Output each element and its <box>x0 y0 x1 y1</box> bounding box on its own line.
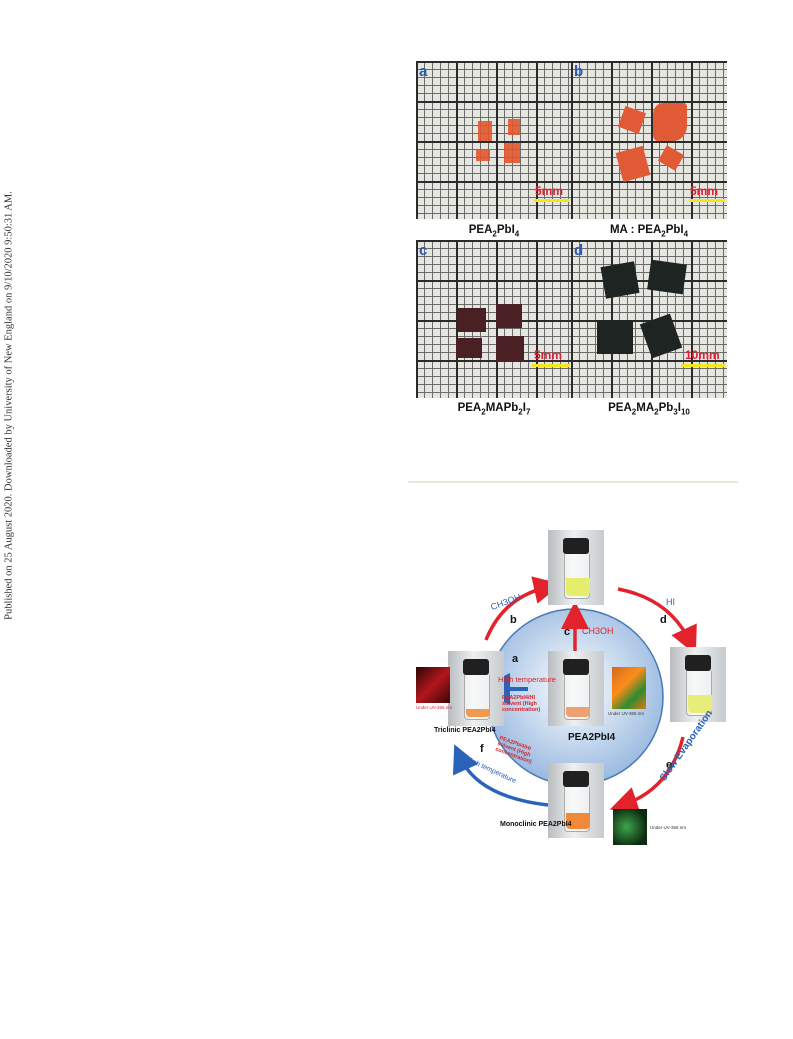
uv-note-bottom: Under UV-365 nm <box>650 825 687 830</box>
crystal <box>597 320 633 354</box>
uv-note-center: Under UV-365 nm <box>608 711 645 716</box>
vial-photo-right <box>670 647 726 722</box>
triclinic-label: Triclinic PEA2PbI4 <box>434 727 496 734</box>
crystal <box>504 143 520 163</box>
crystal <box>653 103 687 141</box>
arrow-b <box>484 576 562 641</box>
crystal <box>508 119 520 135</box>
arrow-d <box>617 587 697 655</box>
arrow-c-letter: c <box>564 626 571 638</box>
panel-letter: d <box>574 242 584 259</box>
arrow-b-letter: b <box>510 614 517 626</box>
monoclinic-label: Monoclinic PEA2PbI4 <box>500 821 572 828</box>
caption-d: PEA2MA2Pb3I10 <box>608 402 690 417</box>
caption-a: PEA2PbI4 <box>468 224 520 239</box>
arrow-a-text: High temperature <box>498 675 556 684</box>
panel-b-photo: b 5mm <box>571 61 727 219</box>
crystal <box>476 149 490 161</box>
arrow-c-text: CH3OH <box>582 626 614 636</box>
scale-label: 10mm <box>685 348 720 362</box>
scale-label: 5mm <box>690 184 719 198</box>
arrow-d-letter: d <box>660 614 667 626</box>
vial-photo-top <box>548 530 604 605</box>
arrow-e <box>609 736 685 814</box>
publication-note: Published on 25 August 2020. Downloaded … <box>3 191 15 620</box>
arrow-e-letter: e <box>666 759 673 771</box>
panel-d-photo: d 10mm <box>571 240 727 398</box>
scale-bar <box>681 364 725 367</box>
panel-letter: b <box>574 63 584 80</box>
arrow-f <box>452 744 549 807</box>
scale-bar <box>689 199 725 202</box>
panel-letter: a <box>419 63 428 80</box>
center-label: PEA2PbI4 <box>568 732 616 743</box>
panel-a-photo: a 5mm <box>416 61 572 219</box>
scale-label: 5mm <box>535 184 564 198</box>
orange-fluorescence-inset <box>612 667 646 709</box>
panel-c-photo: c 5mm <box>416 240 572 398</box>
arrow-d-text: HI <box>666 597 675 607</box>
panel-letter: c <box>419 242 428 259</box>
crystal <box>647 259 687 295</box>
red-fluorescence-inset <box>416 667 450 703</box>
uv-note-left: Under UV-365 nm <box>416 705 453 710</box>
scale-bar <box>532 364 570 367</box>
green-fluorescence-inset <box>613 809 647 845</box>
phase-transformation-diagram: Under UV-365 nm Under UV-365 nm Under UV… <box>408 527 738 852</box>
arrow-a-letter: a <box>512 653 519 665</box>
scale-label: 5mm <box>534 348 563 362</box>
crystal <box>458 308 486 332</box>
arrow-a-note: PEA2PbI4/HI solvent (High concentration) <box>502 695 541 713</box>
arrow-f-letter: f <box>480 743 484 755</box>
crystal <box>496 304 522 328</box>
crystal <box>456 338 482 358</box>
crystal <box>478 121 492 141</box>
section-divider <box>408 481 738 483</box>
scale-bar <box>534 199 570 202</box>
crystal <box>600 261 640 299</box>
vial-photo-left <box>448 651 504 726</box>
caption-c: PEA2MAPb2I7 <box>457 402 531 417</box>
vial-photo-center <box>548 651 604 726</box>
crystal <box>496 336 524 362</box>
caption-b: MA : PEA2PbI4 <box>609 224 689 239</box>
vial-photo-bottom <box>548 763 604 838</box>
